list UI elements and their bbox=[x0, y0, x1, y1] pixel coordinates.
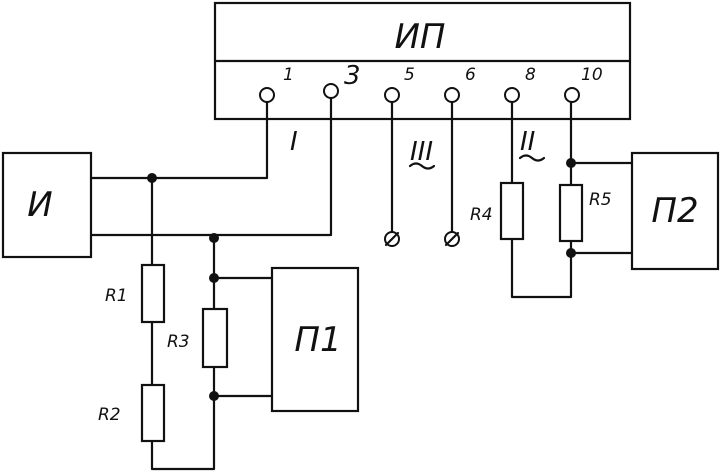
junction-r3-top bbox=[209, 233, 219, 243]
resistor-r4 bbox=[499, 181, 525, 241]
junction-r1 bbox=[147, 173, 157, 183]
p1-label: П1 bbox=[294, 320, 341, 360]
terminal-label-6: 6 bbox=[465, 65, 476, 85]
channel-mark-ii bbox=[518, 154, 546, 162]
p2-label: П2 bbox=[651, 191, 698, 231]
wire-r4-r5-bottom bbox=[510, 237, 573, 299]
i-box bbox=[1, 151, 93, 259]
terminal-label-5: 5 bbox=[404, 65, 415, 85]
channel-label-i: I bbox=[290, 127, 298, 157]
r1-label: R1 bbox=[105, 286, 128, 306]
p2-box bbox=[630, 151, 720, 271]
terminal-5 bbox=[384, 87, 400, 103]
resistor-r5 bbox=[558, 183, 584, 243]
resistor-r3 bbox=[201, 307, 229, 369]
terminal-label-1: 1 bbox=[283, 65, 294, 85]
resistor-r2 bbox=[140, 383, 166, 443]
wire-terminal-1 bbox=[89, 100, 269, 180]
p1-box bbox=[270, 266, 360, 413]
channel-label-ii: II bbox=[520, 127, 535, 157]
i-label: И bbox=[27, 185, 52, 225]
terminal-6-end-slash bbox=[444, 231, 460, 247]
terminal-3 bbox=[323, 83, 339, 99]
resistor-r1 bbox=[140, 263, 166, 324]
r4-label: R4 bbox=[470, 205, 493, 225]
r3-label: R3 bbox=[167, 332, 190, 352]
terminal-5-end-slash bbox=[384, 231, 400, 247]
terminal-10 bbox=[564, 87, 580, 103]
terminal-8 bbox=[504, 87, 520, 103]
channel-mark-iii bbox=[408, 162, 436, 170]
r5-label: R5 bbox=[589, 190, 612, 210]
terminal-6 bbox=[444, 87, 460, 103]
terminal-label-8: 8 bbox=[525, 65, 536, 85]
terminal-label-10: 10 bbox=[581, 65, 603, 85]
channel-label-iii: III bbox=[410, 137, 433, 167]
terminal-label-3: 3 bbox=[344, 61, 361, 91]
r2-label: R2 bbox=[98, 405, 121, 425]
terminal-1 bbox=[259, 87, 275, 103]
ip-label: ИП bbox=[395, 17, 446, 57]
wire-terminal-3 bbox=[89, 96, 333, 237]
